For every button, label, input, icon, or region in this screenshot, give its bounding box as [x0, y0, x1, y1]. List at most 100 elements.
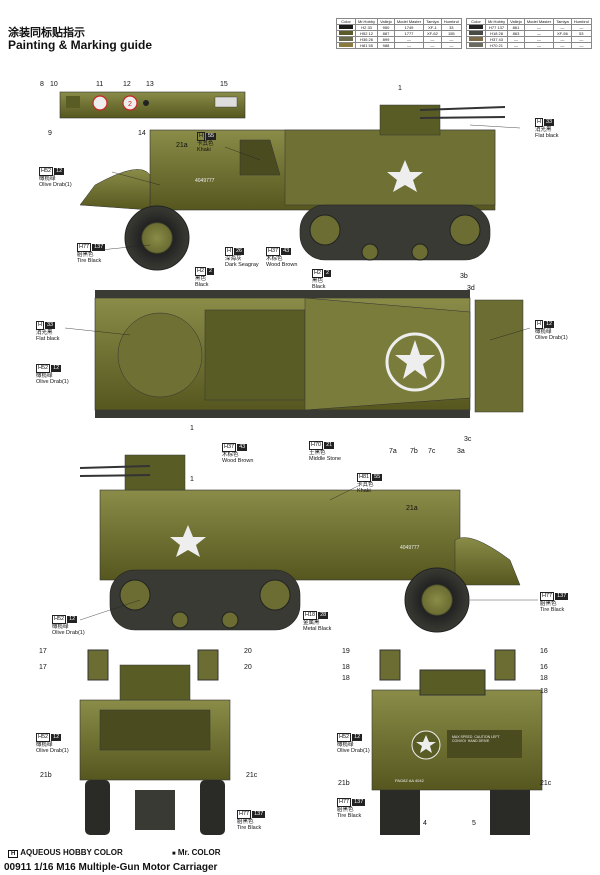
- table-cell: H70 21: [484, 42, 509, 49]
- mr-color-code: 137: [92, 244, 106, 251]
- part-number: 13: [146, 81, 154, 88]
- part-number: 9: [48, 130, 52, 137]
- title-chinese: 涂装同标贴指示: [8, 27, 85, 39]
- hobby-code: H: [197, 132, 205, 141]
- legend-h-box: H: [8, 850, 19, 858]
- hobby-code: H77: [237, 810, 252, 819]
- mr-color-code: 137: [352, 799, 366, 806]
- part-number: 7c: [428, 448, 436, 455]
- color-name-cn: 黑色: [195, 275, 207, 282]
- hobby-code: H52: [36, 733, 51, 742]
- color-swatch: [339, 25, 353, 29]
- color-name-cn: 金属黑: [303, 619, 320, 626]
- rear-view-drawing: [371, 649, 543, 835]
- side-view-left-drawing: [79, 104, 506, 271]
- color-name-cn: 胎黑色: [237, 818, 254, 825]
- table-cell: H81 55: [354, 42, 379, 49]
- color-name-en: Khaki: [357, 488, 371, 494]
- part-number: 18: [540, 675, 548, 682]
- mr-color-code: 12: [352, 734, 363, 741]
- part-number: 21c: [540, 780, 552, 787]
- color-name-en: Metal Black: [303, 626, 332, 632]
- mr-color-code: 33: [44, 322, 56, 329]
- color-name-cn: 深海灰: [225, 255, 242, 262]
- hobby-code: H77: [77, 243, 92, 252]
- mr-color-code: 137: [555, 593, 569, 600]
- color-name-cn: 橄榄绿: [337, 741, 354, 748]
- color-name-cn: 胎黑色: [540, 600, 557, 607]
- table-cell: —: [570, 42, 592, 49]
- color-name-cn: 消光黑: [535, 126, 552, 133]
- front-view-drawing: [79, 649, 231, 835]
- color-name-en: Olive Drab(1): [36, 748, 69, 754]
- mr-color-code: 26: [233, 248, 245, 255]
- part-number: 10: [50, 81, 58, 88]
- mr-color-code: 2: [207, 268, 215, 275]
- part-number: 21a: [406, 505, 418, 512]
- color-name-en: Khaki: [197, 147, 211, 153]
- part-number: 21a: [176, 142, 188, 149]
- part-number: 4: [423, 820, 427, 827]
- hobby-code: H52: [52, 615, 67, 624]
- mr-color-code: 12: [51, 734, 62, 741]
- legend-mr-box: ■: [172, 851, 176, 857]
- hobby-code: H: [225, 247, 233, 256]
- hobby-code: H37: [266, 247, 281, 256]
- table-cell: —: [523, 42, 555, 49]
- color-name-en: Olive Drab(1): [535, 335, 568, 341]
- mr-color-code: 12: [51, 365, 62, 372]
- part-number: 14: [138, 130, 146, 137]
- mr-color-code: 33: [543, 119, 555, 126]
- hobby-code: H: [535, 320, 543, 329]
- color-name-cn: 橄榄绿: [39, 175, 56, 182]
- table-row: H70 21————: [466, 42, 592, 49]
- legend-mr-label: Mr. COLOR: [177, 848, 221, 857]
- color-name-en: Wood Brown: [266, 262, 298, 268]
- mr-color-code: 28: [318, 612, 329, 619]
- part-number: 8: [40, 81, 44, 88]
- part-number: 19: [342, 648, 350, 655]
- hobby-code: H52: [337, 733, 352, 742]
- color-table-right: Color Mr.Hobby Vallejo Model Master Tami…: [466, 18, 592, 49]
- color-name-en: Black: [195, 282, 209, 288]
- mr-color-code: 43: [237, 444, 248, 451]
- top-view-drawing: [94, 290, 524, 418]
- color-name-en: Flat black: [535, 133, 559, 139]
- part-number: 18: [342, 664, 350, 671]
- title-english: Painting & Marking guide: [8, 38, 153, 52]
- side-view-right-drawing: [79, 454, 521, 633]
- color-name-en: Olive Drab(1): [337, 748, 370, 754]
- color-name-cn: 胎黑色: [77, 251, 94, 258]
- hobby-code: H: [535, 118, 543, 127]
- color-name-en: Olive Drab(1): [52, 630, 85, 636]
- part-strip-drawing: 2: [59, 91, 246, 119]
- part-number: 5: [472, 820, 476, 827]
- hobby-code: H18: [303, 611, 318, 620]
- part-number: 3c: [464, 436, 472, 443]
- mr-color-code: 12: [54, 168, 65, 175]
- color-name-en: Olive Drab(1): [39, 182, 72, 188]
- hobby-code: H81: [357, 473, 372, 482]
